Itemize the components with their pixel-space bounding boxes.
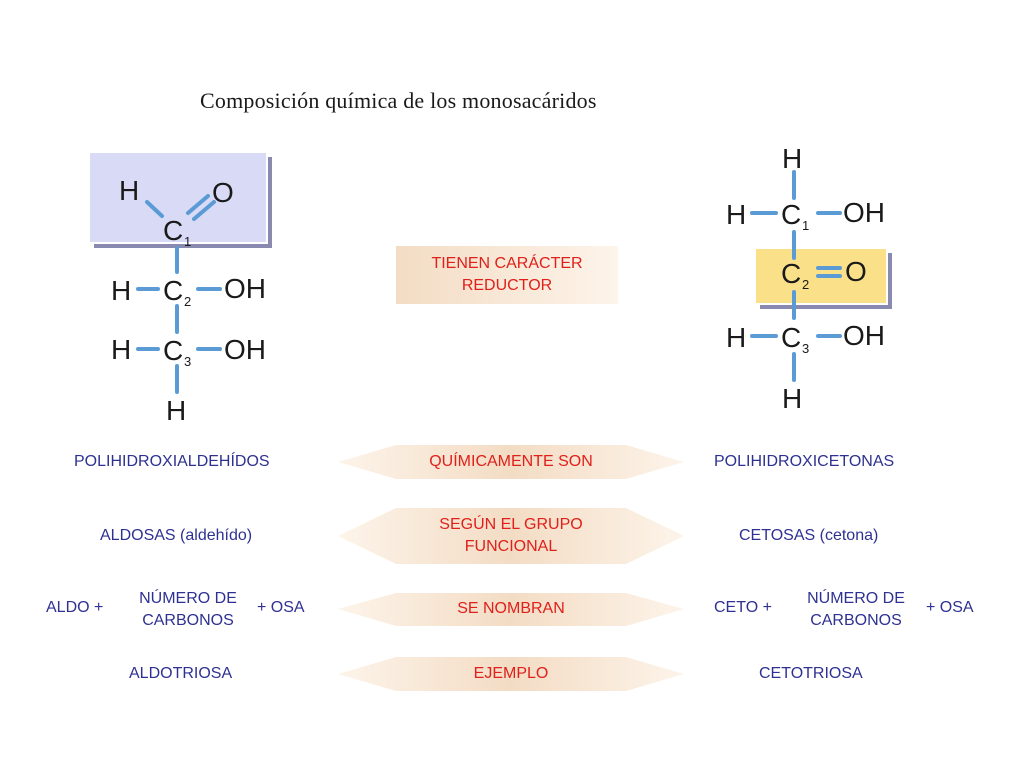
atom-c3-sub: 3 [184,354,191,369]
atom-k-c1: C [781,199,801,230]
naming-left-suffix: + OSA [257,599,305,616]
naming-left-prefix: ALDO + [46,599,104,616]
atom-k-c2: C [781,258,801,289]
naming-left-center: NÚMERO DE CARBONOS [139,590,237,629]
atom-oh3: OH [224,334,266,365]
atom-h-bottom: H [166,395,186,426]
arrow-row-1 [338,445,684,479]
atom-k-h-bottom: H [782,383,802,414]
atom-k-h-top: H [782,143,802,174]
row1-right: POLIHIDROXICETONAS [714,453,895,470]
page-title: Composición química de los monosacáridos [200,88,597,113]
bond-h-c1 [145,200,164,218]
row1-middle: QUÍMICAMENTE SON [429,453,593,470]
atom-k-c1-sub: 1 [802,218,809,233]
reductor-label: TIENEN CARÁCTER REDUCTOR [431,255,583,294]
atom-h3: H [111,334,131,365]
arrow-row-4 [338,657,684,691]
atom-c2-sub: 2 [184,294,191,309]
atom-k-oh1: OH [843,197,885,228]
atom-k-oh3: OH [843,320,885,351]
row4-middle: EJEMPLO [473,665,549,682]
row2-right: CETOSAS (cetona) [739,527,879,544]
atom-k-h1: H [726,199,746,230]
bond-c1-o-a [186,194,210,215]
atom-c2: C [163,275,183,306]
row3-middle: SE NOMBRAN [457,600,565,617]
arrow-row-2 [338,508,684,564]
atom-k-h3: H [726,322,746,353]
atom-c1-sub: 1 [184,234,191,249]
row2-middle: SEGÚN EL GRUPO FUNCIONAL [439,516,583,555]
reductor-box [396,246,618,304]
row4-left: ALDOTRIOSA [129,665,233,682]
atom-oh2: OH [224,273,266,304]
naming-right-center: NÚMERO DE CARBONOS [807,590,905,629]
row2-left: ALDOSAS (aldehído) [100,527,253,544]
atom-k-c3-sub: 3 [802,341,809,356]
row1-left: POLIHIDROXIALDEHÍDOS [74,453,270,470]
atom-k-c2-sub: 2 [802,277,809,292]
atom-h-top: H [119,175,139,206]
naming-right-prefix: CETO + [714,599,772,616]
atom-k-o2: O [845,256,867,287]
atom-c1: C [163,215,183,246]
atom-k-c3: C [781,322,801,353]
aldehyde-group-box [88,151,268,244]
atom-o-top: O [212,177,234,208]
row4-right: CETOTRIOSA [759,665,863,682]
bond-c1-o-b [192,200,216,221]
atom-c3: C [163,335,183,366]
atom-h2: H [111,275,131,306]
naming-right-suffix: + OSA [926,599,974,616]
arrow-row-3 [338,593,684,626]
